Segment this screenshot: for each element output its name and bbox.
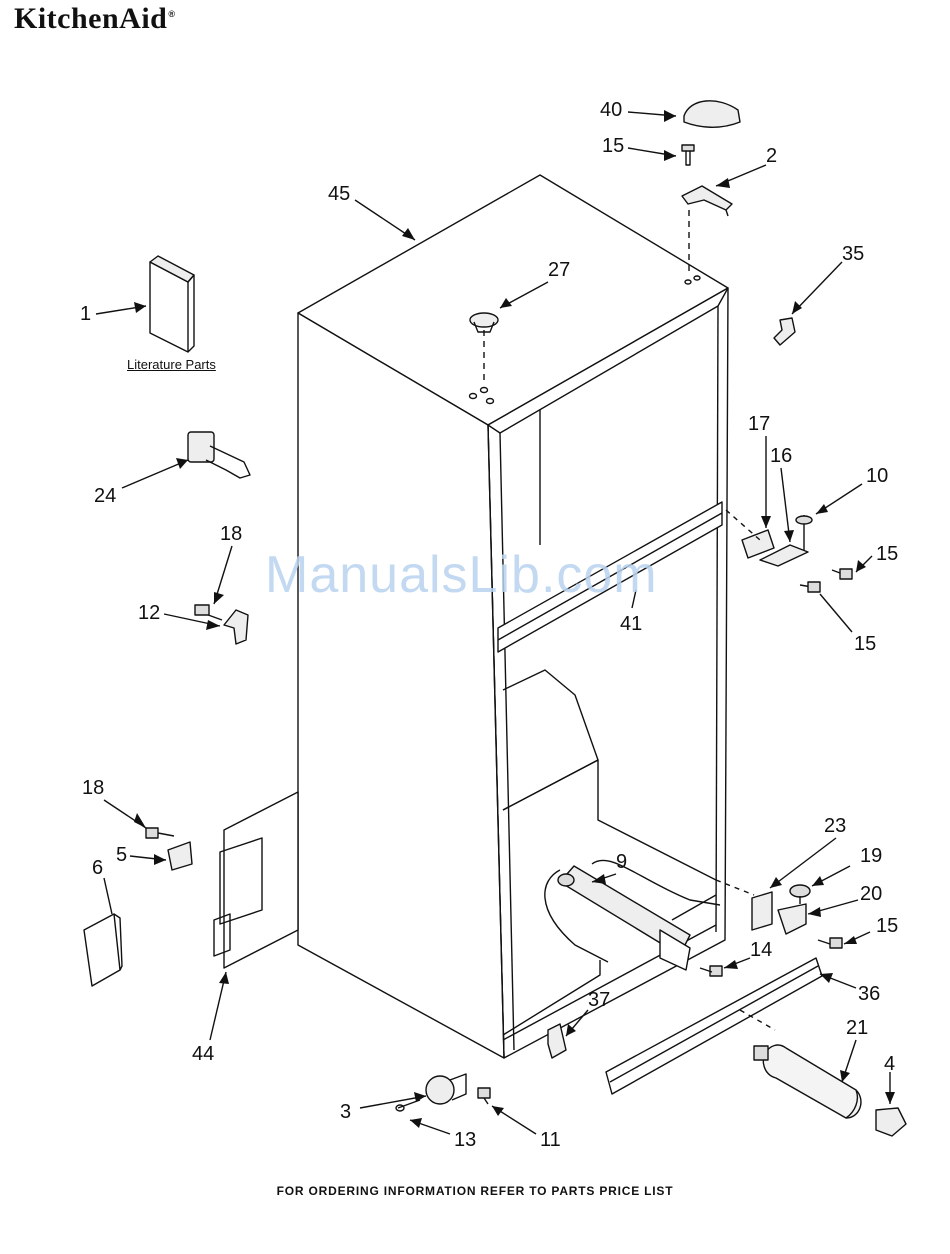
screw-part-14	[700, 966, 722, 976]
hinge-part-12	[195, 605, 248, 644]
callout-24: 24	[94, 486, 116, 506]
washer-part-19	[790, 885, 810, 897]
clip-part-37	[548, 1024, 566, 1058]
callout-1: 1	[80, 304, 91, 324]
callout-44: 44	[192, 1044, 214, 1064]
hinge-part-20	[778, 896, 806, 934]
water-filter-part-21	[754, 1045, 861, 1118]
literature-part-1	[150, 256, 194, 352]
bracket-part-5	[168, 842, 192, 870]
roller-part-3	[426, 1074, 466, 1104]
screw-part-15-lower	[818, 938, 842, 948]
callout-27: 27	[548, 260, 570, 280]
callout-15-right: 15	[876, 544, 898, 564]
screw-part-18-lower	[146, 828, 174, 838]
washer-part-10	[796, 516, 812, 524]
callout-37: 37	[588, 990, 610, 1010]
callout-15: 15	[602, 136, 624, 156]
callout-15-right-lower: 15	[854, 634, 876, 654]
callout-23: 23	[824, 816, 846, 836]
callout-16: 16	[770, 446, 792, 466]
filter-cap-part-4	[876, 1108, 906, 1136]
callout-5: 5	[116, 845, 127, 865]
hinge-bracket-part-35	[774, 318, 795, 345]
stop-pin-part-24	[188, 432, 250, 478]
callout-45: 45	[328, 184, 350, 204]
callout-15-lower: 15	[876, 916, 898, 936]
callout-13: 13	[454, 1130, 476, 1150]
callout-21: 21	[846, 1018, 868, 1038]
screw-part-15-right	[800, 569, 852, 592]
callout-3: 3	[340, 1102, 351, 1122]
callout-40: 40	[600, 100, 622, 120]
callout-18: 18	[220, 524, 242, 544]
callout-17: 17	[748, 414, 770, 434]
callout-35: 35	[842, 244, 864, 264]
callout-6: 6	[92, 858, 103, 878]
callout-10: 10	[866, 466, 888, 486]
screw-part-11	[478, 1088, 490, 1104]
callout-4: 4	[884, 1054, 895, 1074]
callout-18-lower: 18	[82, 778, 104, 798]
callout-2: 2	[766, 146, 777, 166]
cover-part-6	[84, 914, 122, 986]
callout-9: 9	[616, 852, 627, 872]
callout-19: 19	[860, 846, 882, 866]
callout-14: 14	[750, 940, 772, 960]
callout-11: 11	[540, 1130, 561, 1150]
callout-12: 12	[138, 603, 160, 623]
cover-part-44	[214, 792, 298, 968]
callout-41: 41	[620, 614, 642, 634]
callout-36: 36	[858, 984, 880, 1004]
hinge-cover-part-40	[684, 101, 740, 127]
footer-note: FOR ORDERING INFORMATION REFER TO PARTS …	[0, 1184, 950, 1198]
literature-parts-label: Literature Parts	[127, 357, 216, 372]
screw-part-15-top	[682, 145, 694, 165]
callout-20: 20	[860, 884, 882, 904]
